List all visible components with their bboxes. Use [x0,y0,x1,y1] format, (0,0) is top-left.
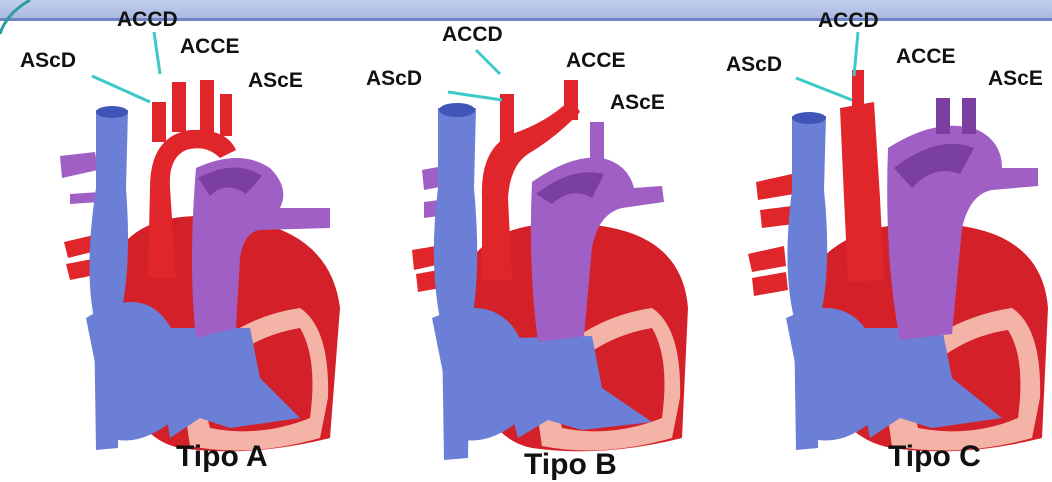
leader-lines-tipo-c [712,18,1052,138]
heart-panel-tipo-c: ACCD ACCE AScD AScE Tipo C [712,18,1052,482]
leader-lines-tipo-b [352,18,692,138]
heart-panel-tipo-a: ACCD ACCE AScD AScE Tipo A [0,18,340,482]
heart-panel-tipo-b: ACCD ACCE AScD AScE Tipo B [352,18,692,482]
caption-tipo-c: Tipo C [888,442,981,472]
caption-tipo-b: Tipo B [524,450,617,480]
caption-tipo-a: Tipo A [176,442,268,472]
leader-lines-tipo-a [0,18,340,138]
